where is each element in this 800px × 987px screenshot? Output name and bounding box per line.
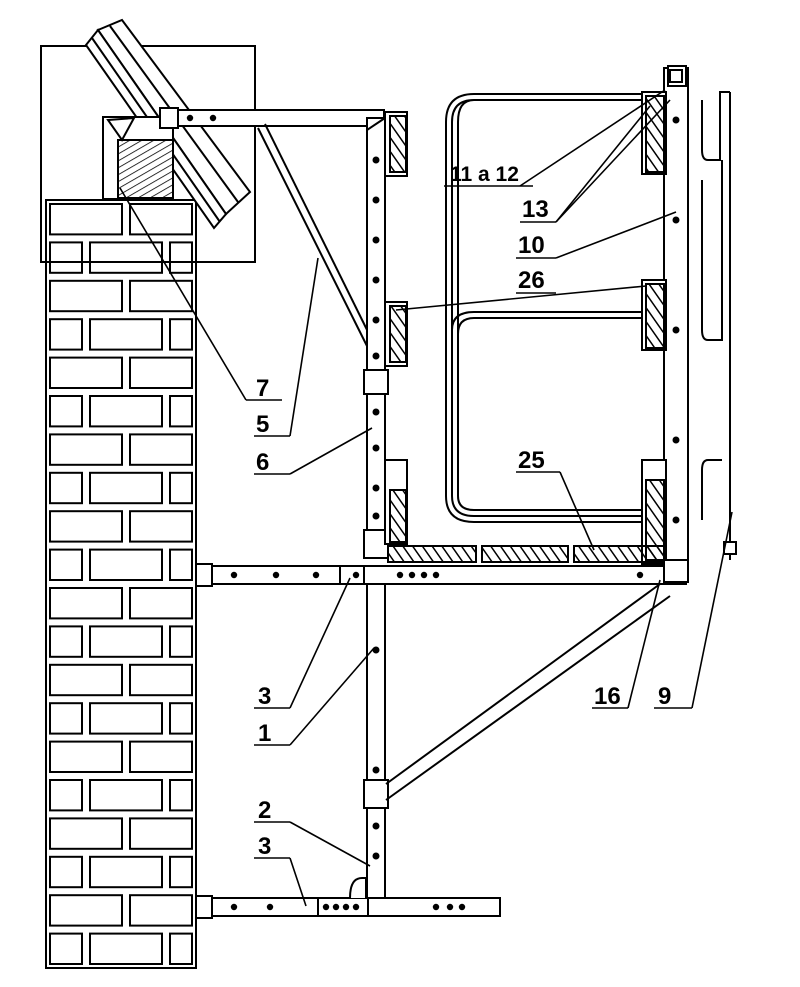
brick xyxy=(169,779,193,812)
brick xyxy=(49,395,83,428)
brick xyxy=(49,587,123,620)
label-25: 25 xyxy=(518,447,545,474)
brick xyxy=(49,855,83,889)
leader-lines xyxy=(119,89,733,907)
brick xyxy=(129,433,193,466)
brick xyxy=(89,548,163,581)
brick xyxy=(169,932,193,965)
label-13: 13 xyxy=(522,196,549,223)
brick xyxy=(49,241,83,274)
label-9: 9 xyxy=(658,683,671,710)
brick xyxy=(49,548,83,581)
brick xyxy=(129,663,193,697)
top-anchor-rail xyxy=(159,107,385,129)
outer-post-10 xyxy=(641,65,689,565)
brick xyxy=(89,855,163,889)
label-26: 26 xyxy=(518,267,545,294)
brick xyxy=(169,241,193,274)
pin-9 xyxy=(723,508,737,555)
brick xyxy=(49,433,123,466)
brick xyxy=(129,587,193,620)
deck-boards xyxy=(387,545,665,563)
guardrail-frame xyxy=(445,93,651,523)
brick xyxy=(129,894,193,927)
brick xyxy=(89,702,163,735)
brick xyxy=(129,356,193,390)
brick xyxy=(89,471,163,505)
main-beam-upper xyxy=(195,559,689,587)
brick xyxy=(129,203,193,236)
label-5: 5 xyxy=(256,411,269,438)
brick xyxy=(169,625,193,658)
brick xyxy=(49,740,123,773)
brick xyxy=(129,279,193,313)
brick xyxy=(169,855,193,889)
brick xyxy=(169,702,193,735)
label-1: 1 xyxy=(258,720,271,747)
brick xyxy=(49,894,123,927)
label-16: 16 xyxy=(594,683,621,710)
brick xyxy=(49,625,83,658)
brick xyxy=(89,241,163,274)
brick xyxy=(89,395,163,428)
brick xyxy=(49,663,123,697)
brick xyxy=(129,740,193,773)
brick xyxy=(49,279,123,313)
lower-post-1 xyxy=(363,583,389,909)
brick xyxy=(169,471,193,505)
brick-wall xyxy=(45,199,197,969)
brick xyxy=(169,395,193,428)
label-6: 6 xyxy=(256,449,269,476)
brick xyxy=(49,779,83,812)
brick xyxy=(49,203,123,236)
brick xyxy=(49,932,83,965)
brick xyxy=(49,510,123,543)
brick xyxy=(169,318,193,351)
brick xyxy=(49,702,83,735)
label-11a12: 11 a 12 xyxy=(450,163,519,186)
brick xyxy=(129,817,193,850)
label-2: 2 xyxy=(258,797,271,824)
wood-block xyxy=(102,116,174,200)
detail-frame xyxy=(40,45,256,263)
brick xyxy=(169,548,193,581)
adjacent-frame xyxy=(701,91,731,560)
label-10: 10 xyxy=(518,232,545,259)
toe-board-blocks xyxy=(384,111,408,545)
part-labels: 11 a 12 13 10 26 7 5 6 25 3 1 16 9 2 3 xyxy=(256,163,671,860)
label-3-upper: 3 xyxy=(258,683,271,710)
brick xyxy=(89,932,163,965)
diagonal-strut-5 xyxy=(257,123,376,353)
brick xyxy=(89,779,163,812)
label-7: 7 xyxy=(256,375,269,402)
brick xyxy=(129,510,193,543)
brick xyxy=(49,318,83,351)
brick xyxy=(49,356,123,390)
brick xyxy=(49,817,123,850)
brick xyxy=(89,318,163,351)
main-beam-lower xyxy=(195,877,501,919)
label-3-lower: 3 xyxy=(258,833,271,860)
brick xyxy=(49,471,83,505)
brick xyxy=(89,625,163,658)
diagonal-brace-16 xyxy=(385,583,671,801)
